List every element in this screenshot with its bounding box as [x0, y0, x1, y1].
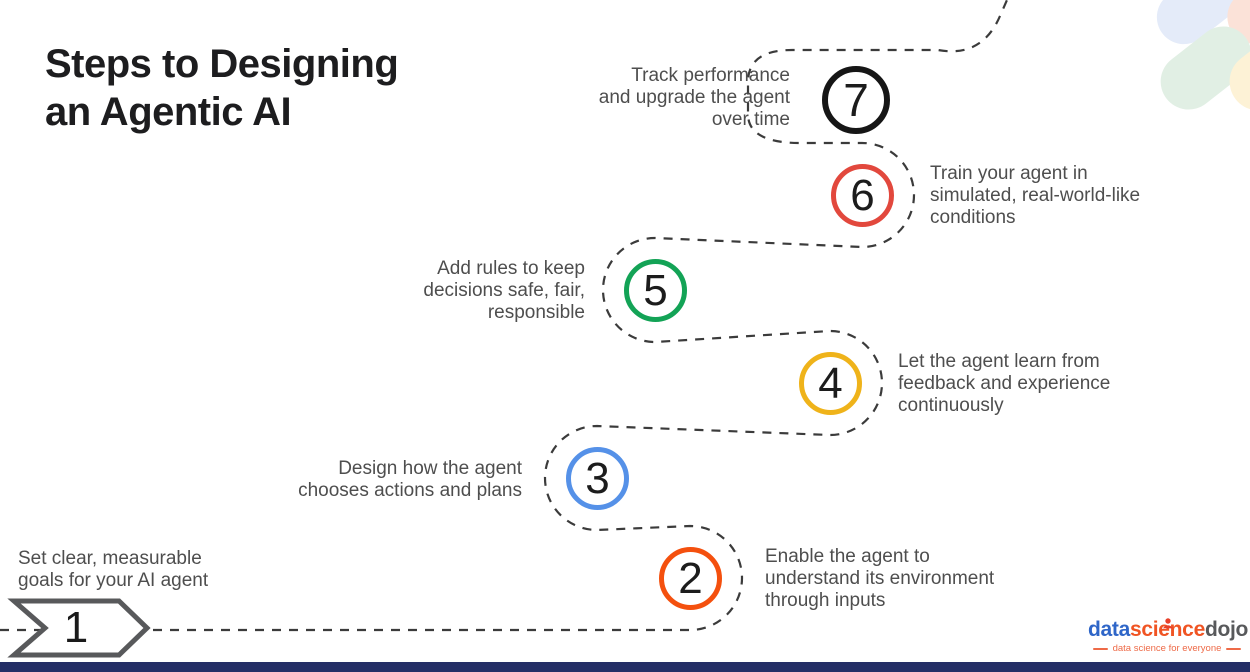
- step-3-circle: 3: [566, 447, 629, 510]
- step-5-number: 5: [643, 265, 668, 315]
- step-5-label-line: Add rules to keep: [437, 258, 585, 279]
- step-2-label-line: through inputs: [765, 590, 886, 611]
- step-7-circle: 7: [822, 66, 890, 134]
- step-1-label-line: goals for your AI agent: [18, 570, 209, 591]
- logo-word-data: data: [1088, 618, 1130, 641]
- step-3-label: Design how the agent chooses actions and…: [262, 458, 522, 502]
- step-6-circle: 6: [831, 164, 894, 227]
- step-2-number: 2: [678, 553, 703, 603]
- dashed-serpentine-path: [0, 0, 1009, 632]
- step-1-arrow-banner: [7, 598, 151, 658]
- page-title-line-1: Steps to Designing: [45, 42, 399, 86]
- tagline-left-dash: [1092, 648, 1108, 650]
- step-7-label: Track performance and upgrade the agent …: [540, 65, 790, 131]
- step-3-number: 3: [585, 453, 610, 503]
- step-6-label-line: Train your agent in: [930, 163, 1088, 184]
- step-1-label-line: Set clear, measurable: [18, 548, 202, 569]
- logo-wordmark: datasciencedojo: [1088, 618, 1249, 642]
- logo-word-science: science: [1129, 618, 1205, 641]
- step-4-circle: 4: [799, 352, 862, 415]
- step-7-label-line: over time: [711, 109, 790, 130]
- step-2-label: Enable the agent to understand its envir…: [765, 546, 1035, 612]
- step-3-label-line: Design how the agent: [338, 458, 522, 479]
- dojo-figure-icon: [1162, 611, 1174, 635]
- step-6-number: 6: [850, 170, 875, 220]
- page-title: Steps to Designing an Agentic AI: [45, 40, 399, 136]
- step-5-label-line: decisions safe, fair,: [423, 280, 585, 301]
- tagline-right-dash: [1226, 648, 1242, 650]
- step-5-label: Add rules to keep decisions safe, fair, …: [335, 258, 585, 324]
- tagline-text: data science for everyone: [1112, 643, 1222, 654]
- step-4-label: Let the agent learn from feedback and ex…: [898, 351, 1168, 417]
- step-1-label: Set clear, measurable goals for your AI …: [18, 548, 278, 592]
- step-4-label-line: feedback and experience: [898, 373, 1111, 394]
- step-6-label: Train your agent in simulated, real-worl…: [930, 163, 1200, 229]
- page-title-line-2: an Agentic AI: [45, 90, 292, 134]
- step-4-label-line: Let the agent learn from: [898, 351, 1100, 372]
- step-6-label-line: simulated, real-world-like: [930, 185, 1141, 206]
- step-4-number: 4: [818, 358, 843, 408]
- step-7-label-line: and upgrade the agent: [598, 87, 790, 108]
- step-1-number: 1: [63, 602, 89, 652]
- step-6-label-line: conditions: [930, 207, 1016, 228]
- logo-word-dojo: dojo: [1204, 618, 1249, 641]
- step-7-number: 7: [843, 74, 869, 126]
- step-5-label-line: responsible: [487, 302, 585, 323]
- datasciencedojo-logo: datasciencedojo data science for everyon…: [1088, 618, 1249, 655]
- logo-tagline: data science for everyone: [1088, 643, 1246, 655]
- step-2-label-line: Enable the agent to: [765, 546, 930, 567]
- step-2-circle: 2: [659, 547, 722, 610]
- step-5-circle: 5: [624, 259, 687, 322]
- footer-bar: [0, 662, 1250, 672]
- step-7-label-line: Track performance: [631, 65, 790, 86]
- step-2-label-line: understand its environment: [765, 568, 995, 589]
- step-3-label-line: chooses actions and plans: [298, 480, 522, 501]
- step-4-label-line: continuously: [898, 395, 1004, 416]
